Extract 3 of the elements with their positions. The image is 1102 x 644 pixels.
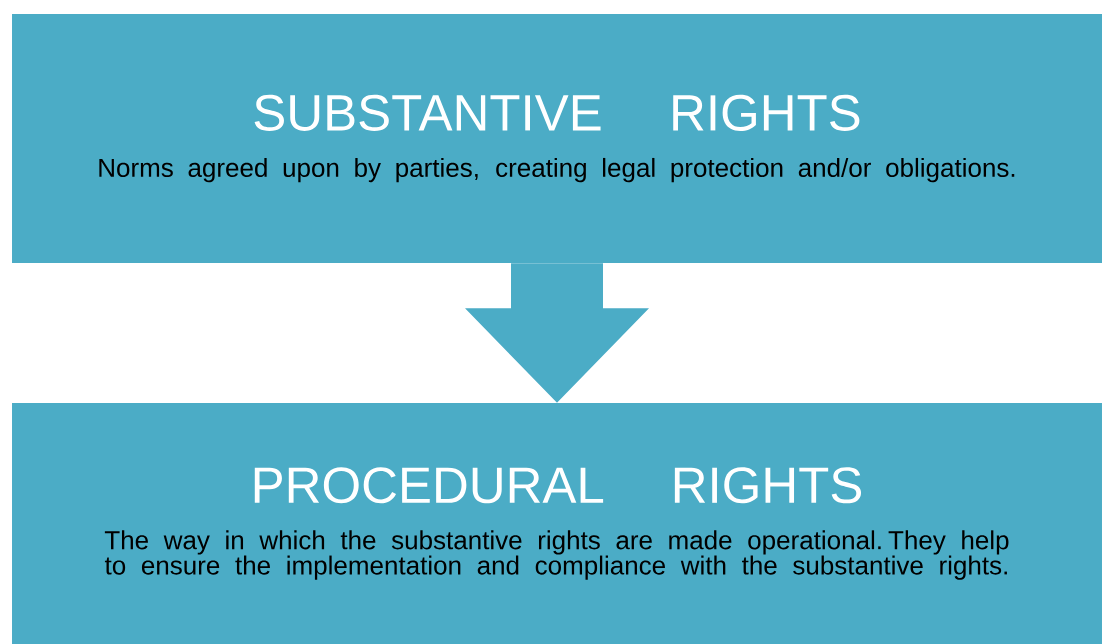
- text-box: PROCEDURAL RIGHTS The way in which the substantive rights are made operational. They help to ensure the implementation and compliance with the substantive rights.: [12, 403, 1102, 644]
- text-box: SUBSTANTIVE RIGHTS Norms agreed upon by parties, creating legal protection and/or obligations.: [12, 14, 1102, 263]
- block-arrow: [465, 263, 649, 403]
